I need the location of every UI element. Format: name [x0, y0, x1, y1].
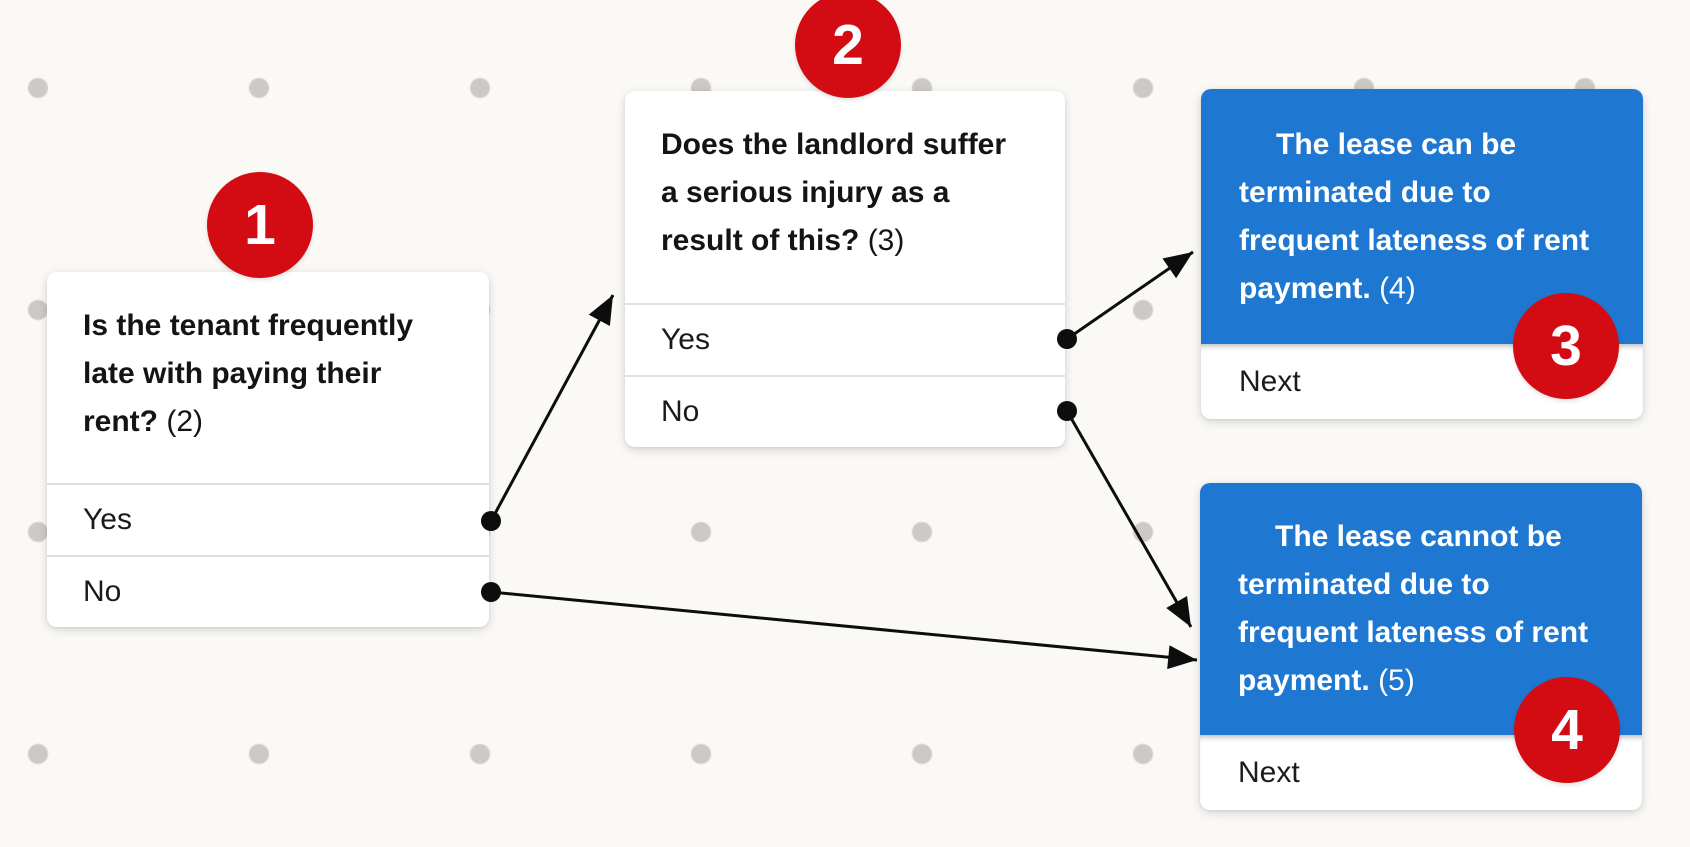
- message-text-bold: The lease cannot be terminated due to fr…: [1238, 520, 1589, 697]
- question-ref-number: (2): [166, 405, 204, 438]
- option-no-label: No: [83, 575, 122, 608]
- question-text: Is the tenant frequently late with payin…: [83, 302, 453, 446]
- question-node-1[interactable]: Is the tenant frequently late with payin…: [47, 272, 489, 627]
- option-yes-label: Yes: [83, 503, 132, 536]
- option-yes[interactable]: Yes: [625, 303, 1065, 375]
- question-text-bold: Does the landlord suffer a serious injur…: [661, 128, 1007, 257]
- node-order-badge-4: 4: [1514, 677, 1620, 783]
- message-text: The lease can be terminated due to frequ…: [1239, 121, 1605, 313]
- question-ref-number: (3): [867, 224, 905, 257]
- connector-node1-yes-to-node2: [489, 294, 615, 522]
- connector-node2-no-to-node4: [1065, 410, 1193, 628]
- connector-node2-yes-to-node3: [1066, 250, 1194, 341]
- message-text-bold: The lease can be terminated due to frequ…: [1239, 127, 1590, 305]
- node-order-badge-3: 3: [1513, 293, 1619, 399]
- message-text: The lease cannot be terminated due to fr…: [1238, 513, 1604, 705]
- message-text-section: The lease can be terminated due to frequ…: [1201, 89, 1643, 344]
- option-no[interactable]: No: [625, 375, 1065, 447]
- option-no[interactable]: No: [47, 555, 489, 627]
- node-order-badge-2: 2: [795, 0, 901, 98]
- option-no-label: No: [661, 395, 700, 428]
- option-yes-label: Yes: [661, 323, 710, 356]
- connector-node1-no-to-node4: [490, 590, 1198, 670]
- question-text-section: Is the tenant frequently late with payin…: [47, 272, 489, 483]
- question-text: Does the landlord suffer a serious injur…: [661, 121, 1029, 265]
- question-text-section: Does the landlord suffer a serious injur…: [625, 91, 1065, 303]
- message-node-3[interactable]: The lease can be terminated due to frequ…: [1201, 89, 1643, 419]
- next-button-label: Next: [1238, 755, 1300, 789]
- message-ref-number: (5): [1378, 664, 1415, 697]
- next-button-label: Next: [1239, 364, 1301, 398]
- option-yes[interactable]: Yes: [47, 483, 489, 555]
- message-ref-number: (4): [1379, 271, 1416, 305]
- question-node-2[interactable]: Does the landlord suffer a serious injur…: [625, 91, 1065, 447]
- node-order-badge-1: 1: [207, 172, 313, 278]
- question-text-bold: Is the tenant frequently late with payin…: [83, 309, 414, 438]
